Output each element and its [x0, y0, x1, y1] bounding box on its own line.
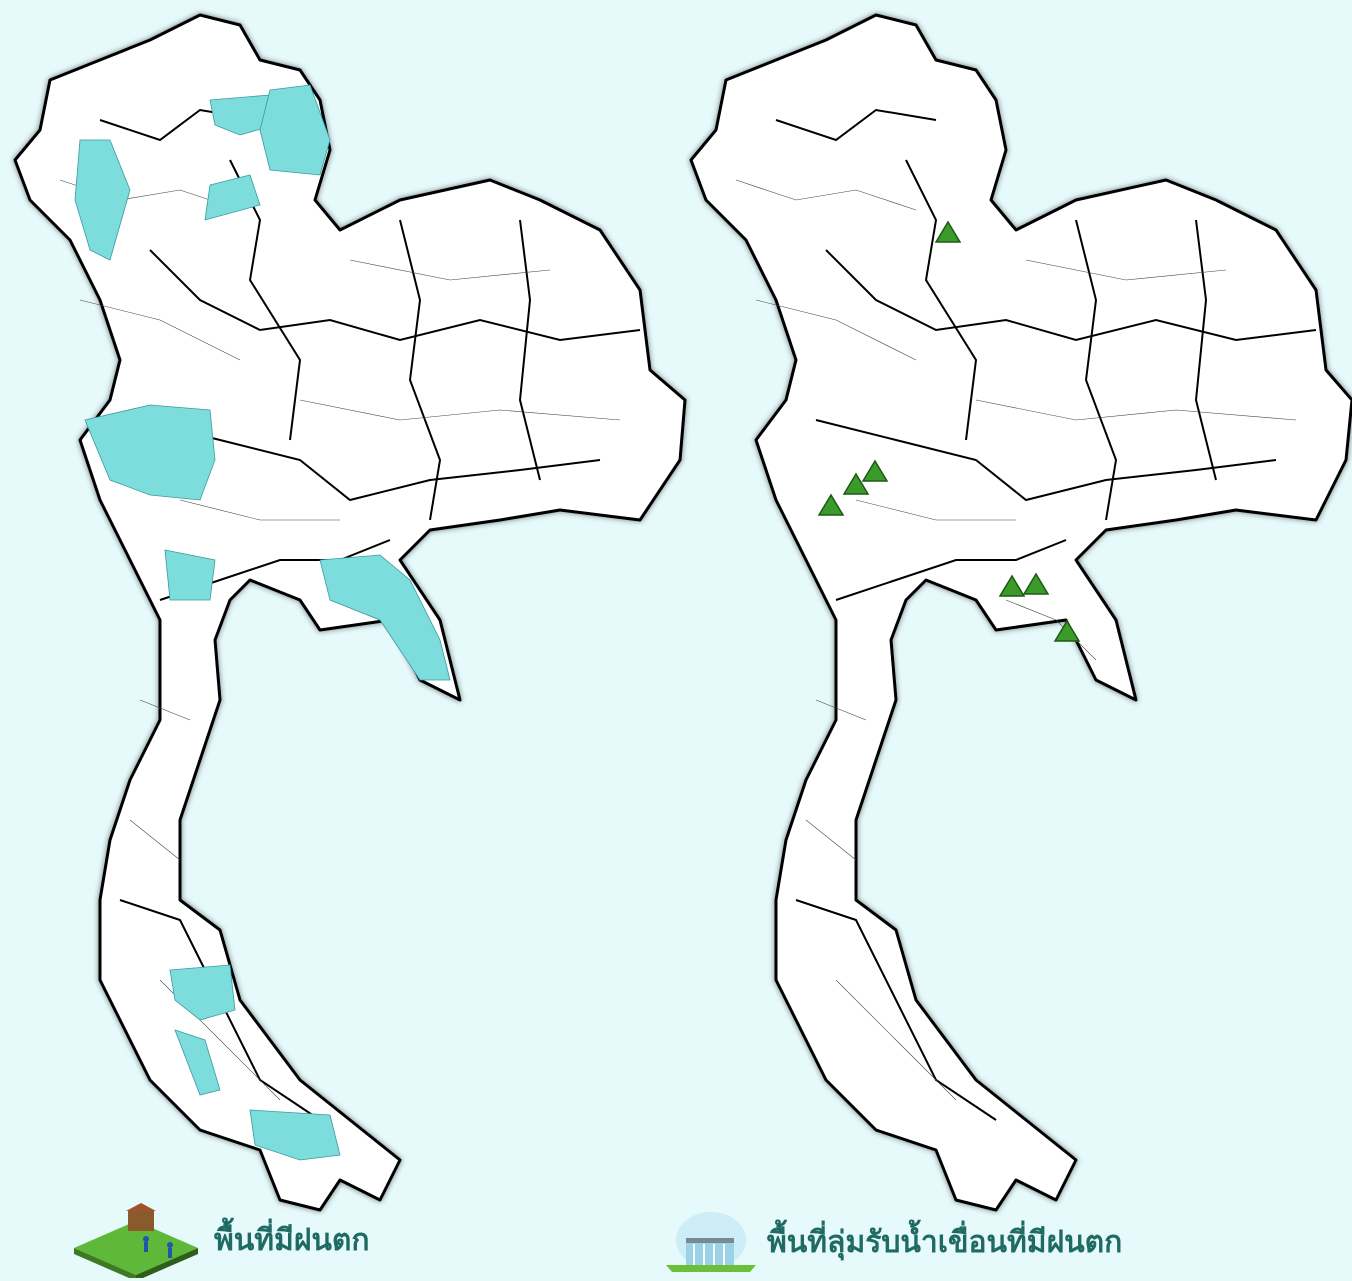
farmer-field-icon [66, 1203, 206, 1278]
province-borders-right [775, 108, 1317, 1121]
dam-marker[interactable] [842, 472, 870, 495]
dam-icon [664, 1210, 759, 1275]
dam-marker[interactable] [817, 493, 845, 516]
thailand-outline-right [689, 13, 1352, 1212]
dam-marker[interactable] [1053, 619, 1081, 642]
dam-marker[interactable] [861, 459, 889, 482]
dam-marker[interactable] [1022, 572, 1050, 595]
thailand-outline-left [13, 13, 687, 1212]
rainfall-area-map [0, 0, 700, 1225]
legend-dam-catchment-label: พื้นที่ลุ่มรับน้ำเขื่อนที่มีฝนตก [767, 1225, 1123, 1260]
dam-catchment-map [676, 0, 1352, 1225]
district-borders-right [735, 179, 1297, 1101]
legend-rain-area-label: พื้นที่มีฝนตก [214, 1223, 370, 1258]
rainfall-areas [74, 84, 451, 1161]
dam-marker[interactable] [934, 220, 962, 243]
legend-dam-catchment: พื้นที่ลุ่มรับน้ำเขื่อนที่มีฝนตก [664, 1210, 1122, 1275]
dam-marker[interactable] [998, 574, 1026, 597]
dam-markers [817, 220, 1081, 642]
legend-rain-area: พื้นที่มีฝนตก [66, 1203, 370, 1278]
